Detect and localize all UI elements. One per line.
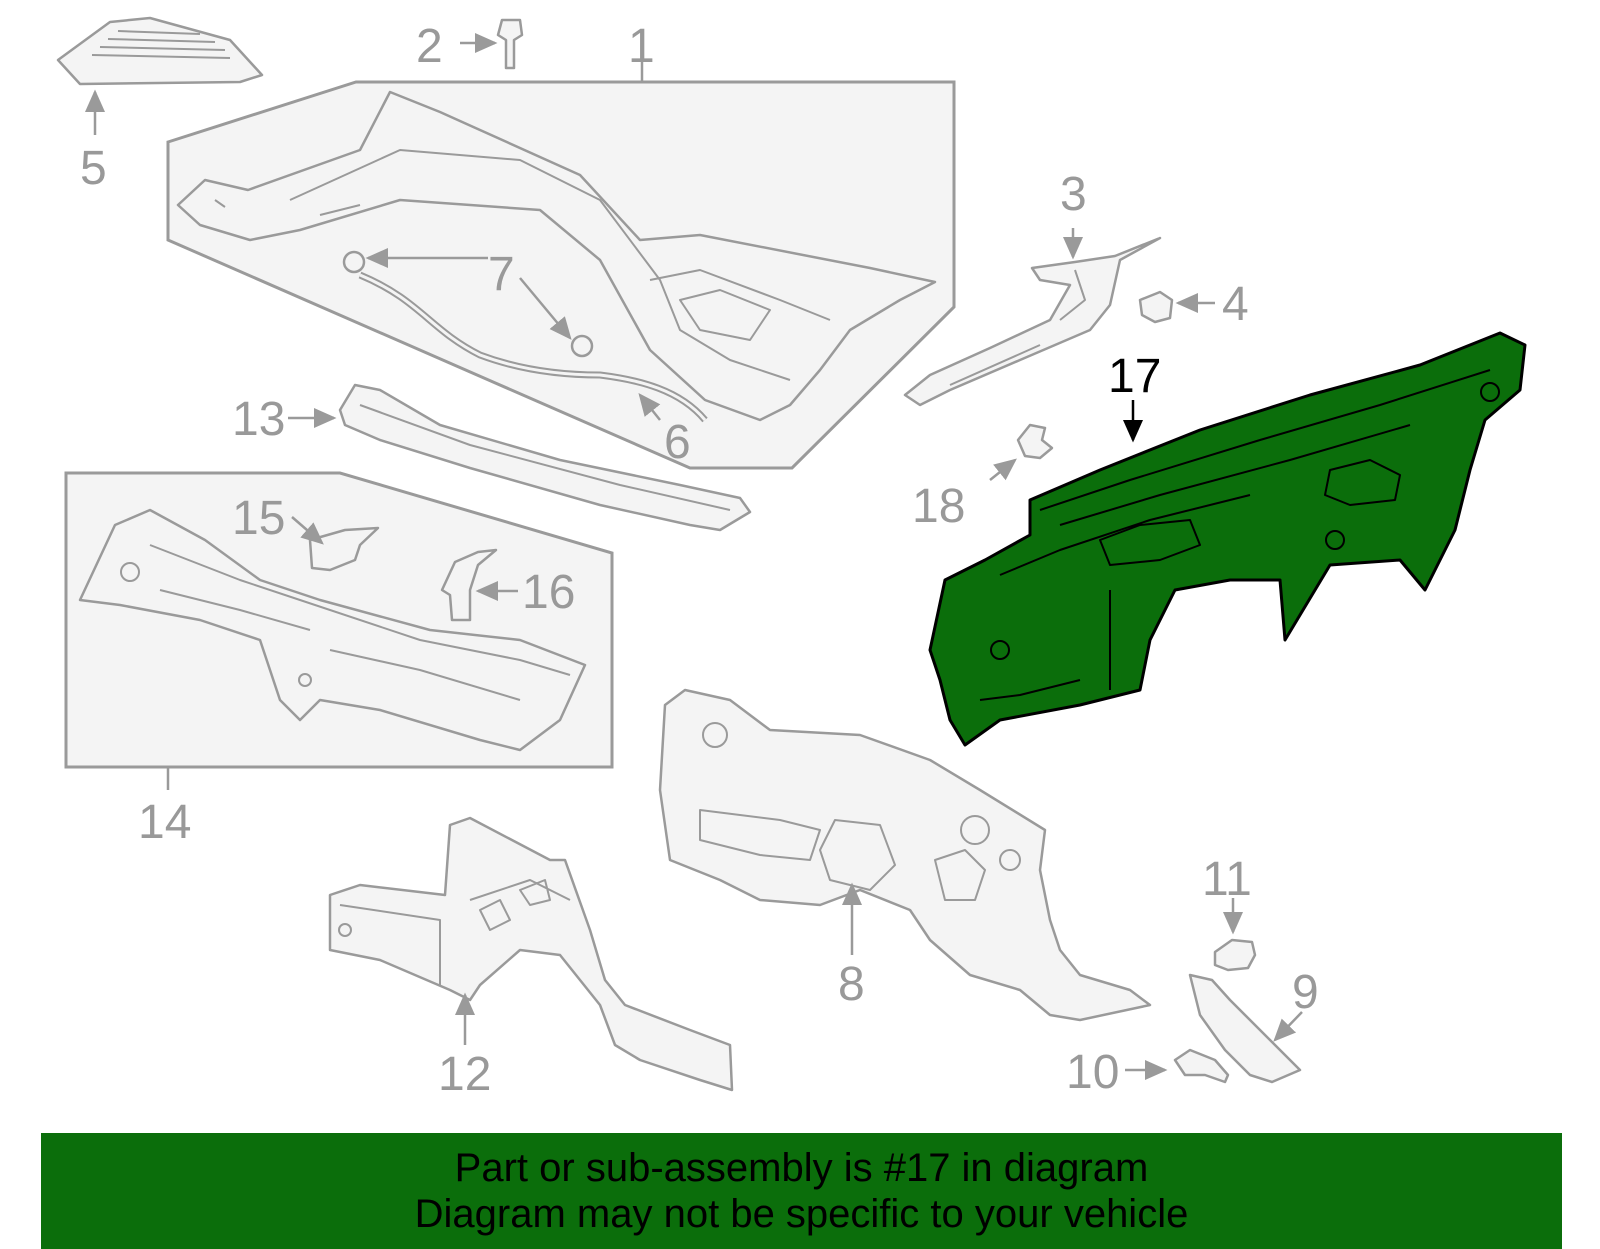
callout-1: 1 <box>628 20 655 73</box>
part-11-bolt[interactable] <box>1213 938 1257 972</box>
callout-5: 5 <box>80 142 107 195</box>
callout-10: 10 <box>1066 1046 1119 1099</box>
callout-6: 6 <box>664 416 691 469</box>
part-9-bracket[interactable] <box>1188 973 1302 1084</box>
part-4-push-pin[interactable] <box>1138 290 1174 324</box>
part-17-dash-insulator[interactable] <box>928 331 1527 747</box>
callout-2: 2 <box>416 20 443 73</box>
callout-3: 3 <box>1060 168 1087 221</box>
callout-14: 14 <box>138 796 191 849</box>
part-18-retainer[interactable] <box>1016 423 1054 460</box>
callout-17: 17 <box>1108 350 1161 403</box>
callout-8: 8 <box>838 958 865 1011</box>
leader-lines <box>85 33 1303 1080</box>
callout-7: 7 <box>488 248 515 301</box>
part-15-bracket[interactable] <box>308 526 380 572</box>
callout-labels: 1 2 3 4 5 6 7 8 9 10 11 12 13 14 15 16 1… <box>80 20 1319 1101</box>
part-7-hose-clip[interactable] <box>342 250 594 358</box>
banner-line-2: Diagram may not be specific to your vehi… <box>414 1192 1189 1236</box>
part-13-cowl-seal[interactable] <box>338 383 752 532</box>
banner-line-1: Part or sub-assembly is #17 in diagram <box>454 1146 1149 1190</box>
part-2-bolt[interactable] <box>496 18 524 70</box>
part-5-cowl-vent-cover[interactable] <box>56 16 264 86</box>
callout-9: 9 <box>1292 966 1319 1019</box>
callout-11: 11 <box>1202 853 1252 906</box>
part-8-dash-panel[interactable] <box>658 688 1152 1022</box>
part-10-bolt[interactable] <box>1173 1048 1230 1084</box>
callout-4: 4 <box>1222 278 1249 331</box>
info-banner: Part or sub-assembly is #17 in diagram D… <box>41 1133 1562 1249</box>
part-14-cowl-panel-assembly[interactable] <box>78 508 587 752</box>
callout-12: 12 <box>438 1048 491 1101</box>
callout-16: 16 <box>522 566 575 619</box>
part-3-brace[interactable] <box>903 236 1162 407</box>
callout-15: 15 <box>232 492 285 545</box>
part-6-washer-hose[interactable] <box>358 271 708 423</box>
part-1-cowl-panel[interactable] <box>176 90 937 422</box>
callout-18: 18 <box>912 480 965 533</box>
callout-13: 13 <box>232 393 285 446</box>
part-16-bracket[interactable] <box>440 548 498 622</box>
